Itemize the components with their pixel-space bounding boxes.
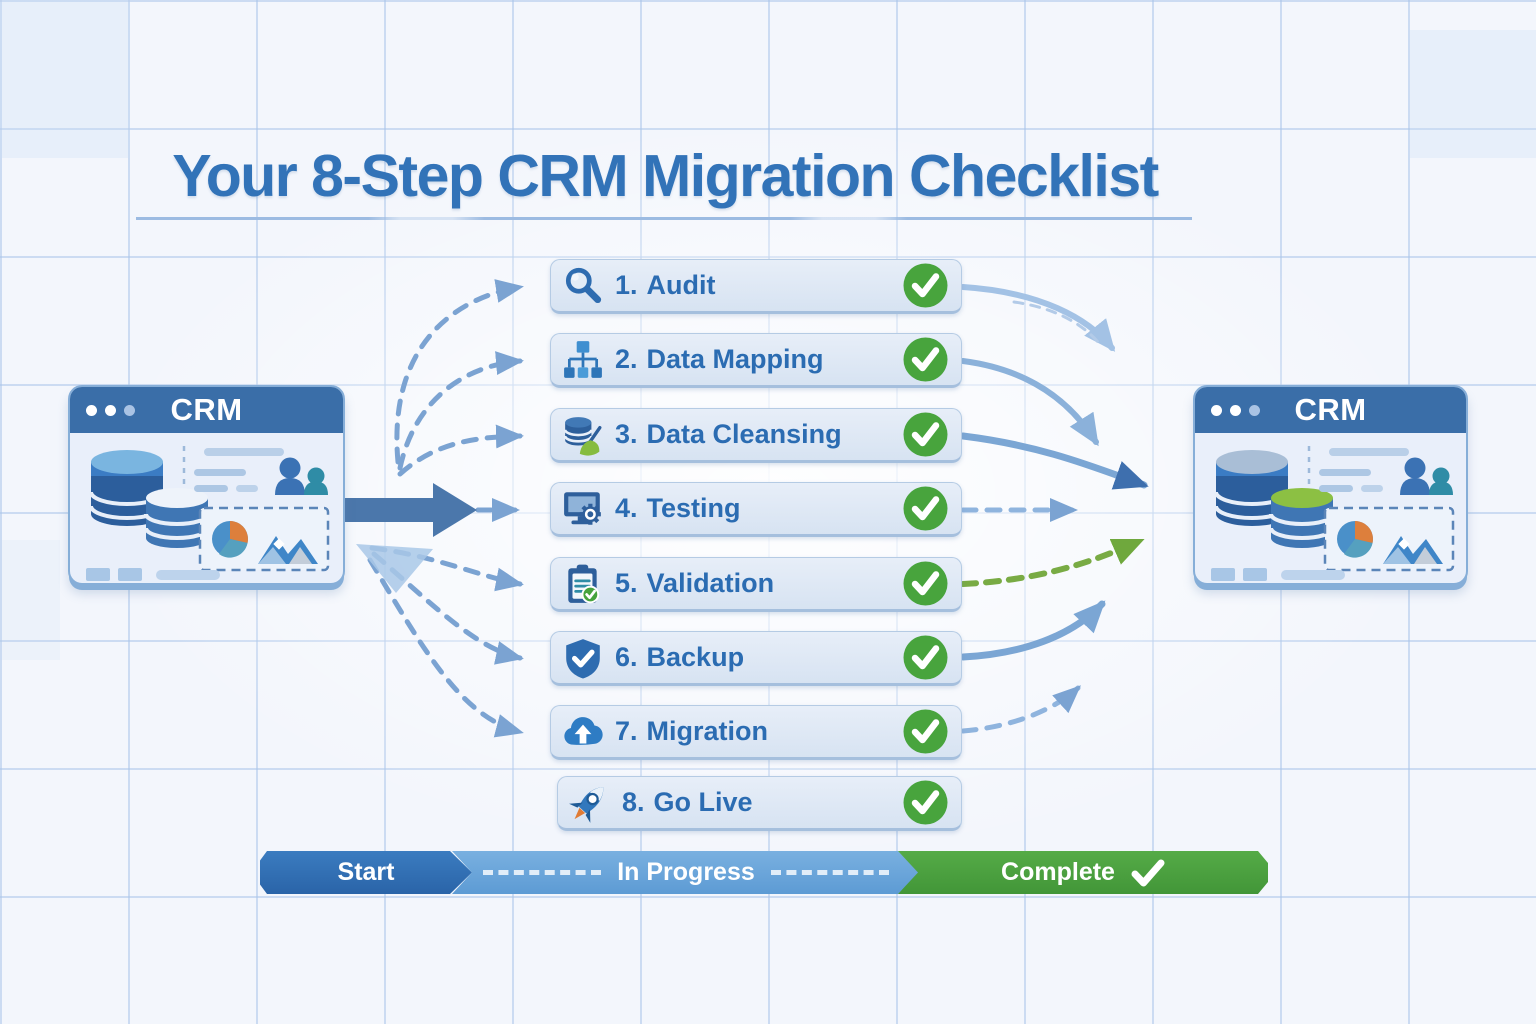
legend-in-progress-label: In Progress: [617, 858, 755, 886]
dash-line: [483, 870, 601, 875]
step-testing: 4.Testing: [550, 482, 962, 537]
legend-start-segment: Start: [260, 851, 472, 894]
step-validation: 5.Validation: [550, 557, 962, 612]
window-dots-icon: [1211, 404, 1260, 416]
check-circle-icon: [902, 779, 949, 826]
check-circle-icon: [902, 485, 949, 532]
step-migration: 7.Migration: [550, 705, 962, 760]
dash-line: [771, 870, 889, 875]
grid-shade: [1410, 30, 1536, 158]
target-crm-window: CRM: [1193, 385, 1468, 585]
check-circle-icon: [902, 262, 949, 309]
step-label: 3.Data Cleansing: [615, 419, 842, 449]
legend-complete-segment: Complete: [898, 851, 1268, 894]
grid-shade: [0, 0, 130, 158]
step-go-live: 8.Go Live: [557, 776, 962, 831]
step-label: 7.Migration: [615, 716, 769, 746]
target-crm-title: CRM: [1294, 392, 1367, 427]
window-dots-icon: [86, 404, 135, 416]
check-circle-icon: [902, 560, 949, 607]
grid-shade: [0, 540, 60, 660]
step-label: 1.Audit: [615, 270, 716, 300]
title-underline: [136, 217, 1192, 220]
source-crm-titlebar: CRM: [70, 387, 343, 433]
crm-dashboard-illustration: [1211, 446, 1455, 581]
step-label: 2.Data Mapping: [615, 344, 824, 374]
crm-dashboard-illustration: [86, 446, 330, 581]
step-label: 4.Testing: [615, 493, 741, 523]
source-crm-title: CRM: [170, 392, 243, 427]
page-title: Your 8-Step CRM Migration Checklist: [172, 143, 1159, 209]
step-data-mapping: 2.Data Mapping: [550, 333, 962, 388]
cloud-upload-icon: [561, 710, 605, 754]
legend-complete-label: Complete: [1001, 858, 1115, 886]
step-backup: 6.Backup: [550, 631, 962, 686]
monitor-gear-icon: [561, 487, 605, 531]
step-label: 6.Backup: [615, 642, 745, 672]
source-crm-window: CRM: [68, 385, 345, 585]
step-audit: 1.Audit: [550, 259, 962, 314]
rocket-icon: [568, 781, 612, 825]
legend-start-label: Start: [337, 858, 395, 886]
check-circle-icon: [902, 634, 949, 681]
check-circle-icon: [902, 708, 949, 755]
check-icon: [1131, 859, 1165, 887]
target-crm-titlebar: CRM: [1195, 387, 1466, 433]
check-circle-icon: [902, 336, 949, 383]
step-label: 8.Go Live: [622, 787, 753, 817]
clipboard-check-icon: [561, 562, 605, 606]
shield-check-icon: [561, 636, 605, 680]
sitemap-icon: [561, 338, 605, 382]
step-label: 5.Validation: [615, 568, 775, 598]
progress-legend: Start In Progress Complete: [0, 851, 1536, 894]
database-broom-icon: [561, 413, 605, 457]
target-crm-content: [1195, 433, 1466, 583]
magnifier-icon: [561, 264, 605, 308]
step-data-cleansing: 3.Data Cleansing: [550, 408, 962, 463]
source-crm-content: [70, 433, 343, 583]
legend-in-progress-segment: In Progress: [452, 851, 920, 894]
check-circle-icon: [902, 411, 949, 458]
